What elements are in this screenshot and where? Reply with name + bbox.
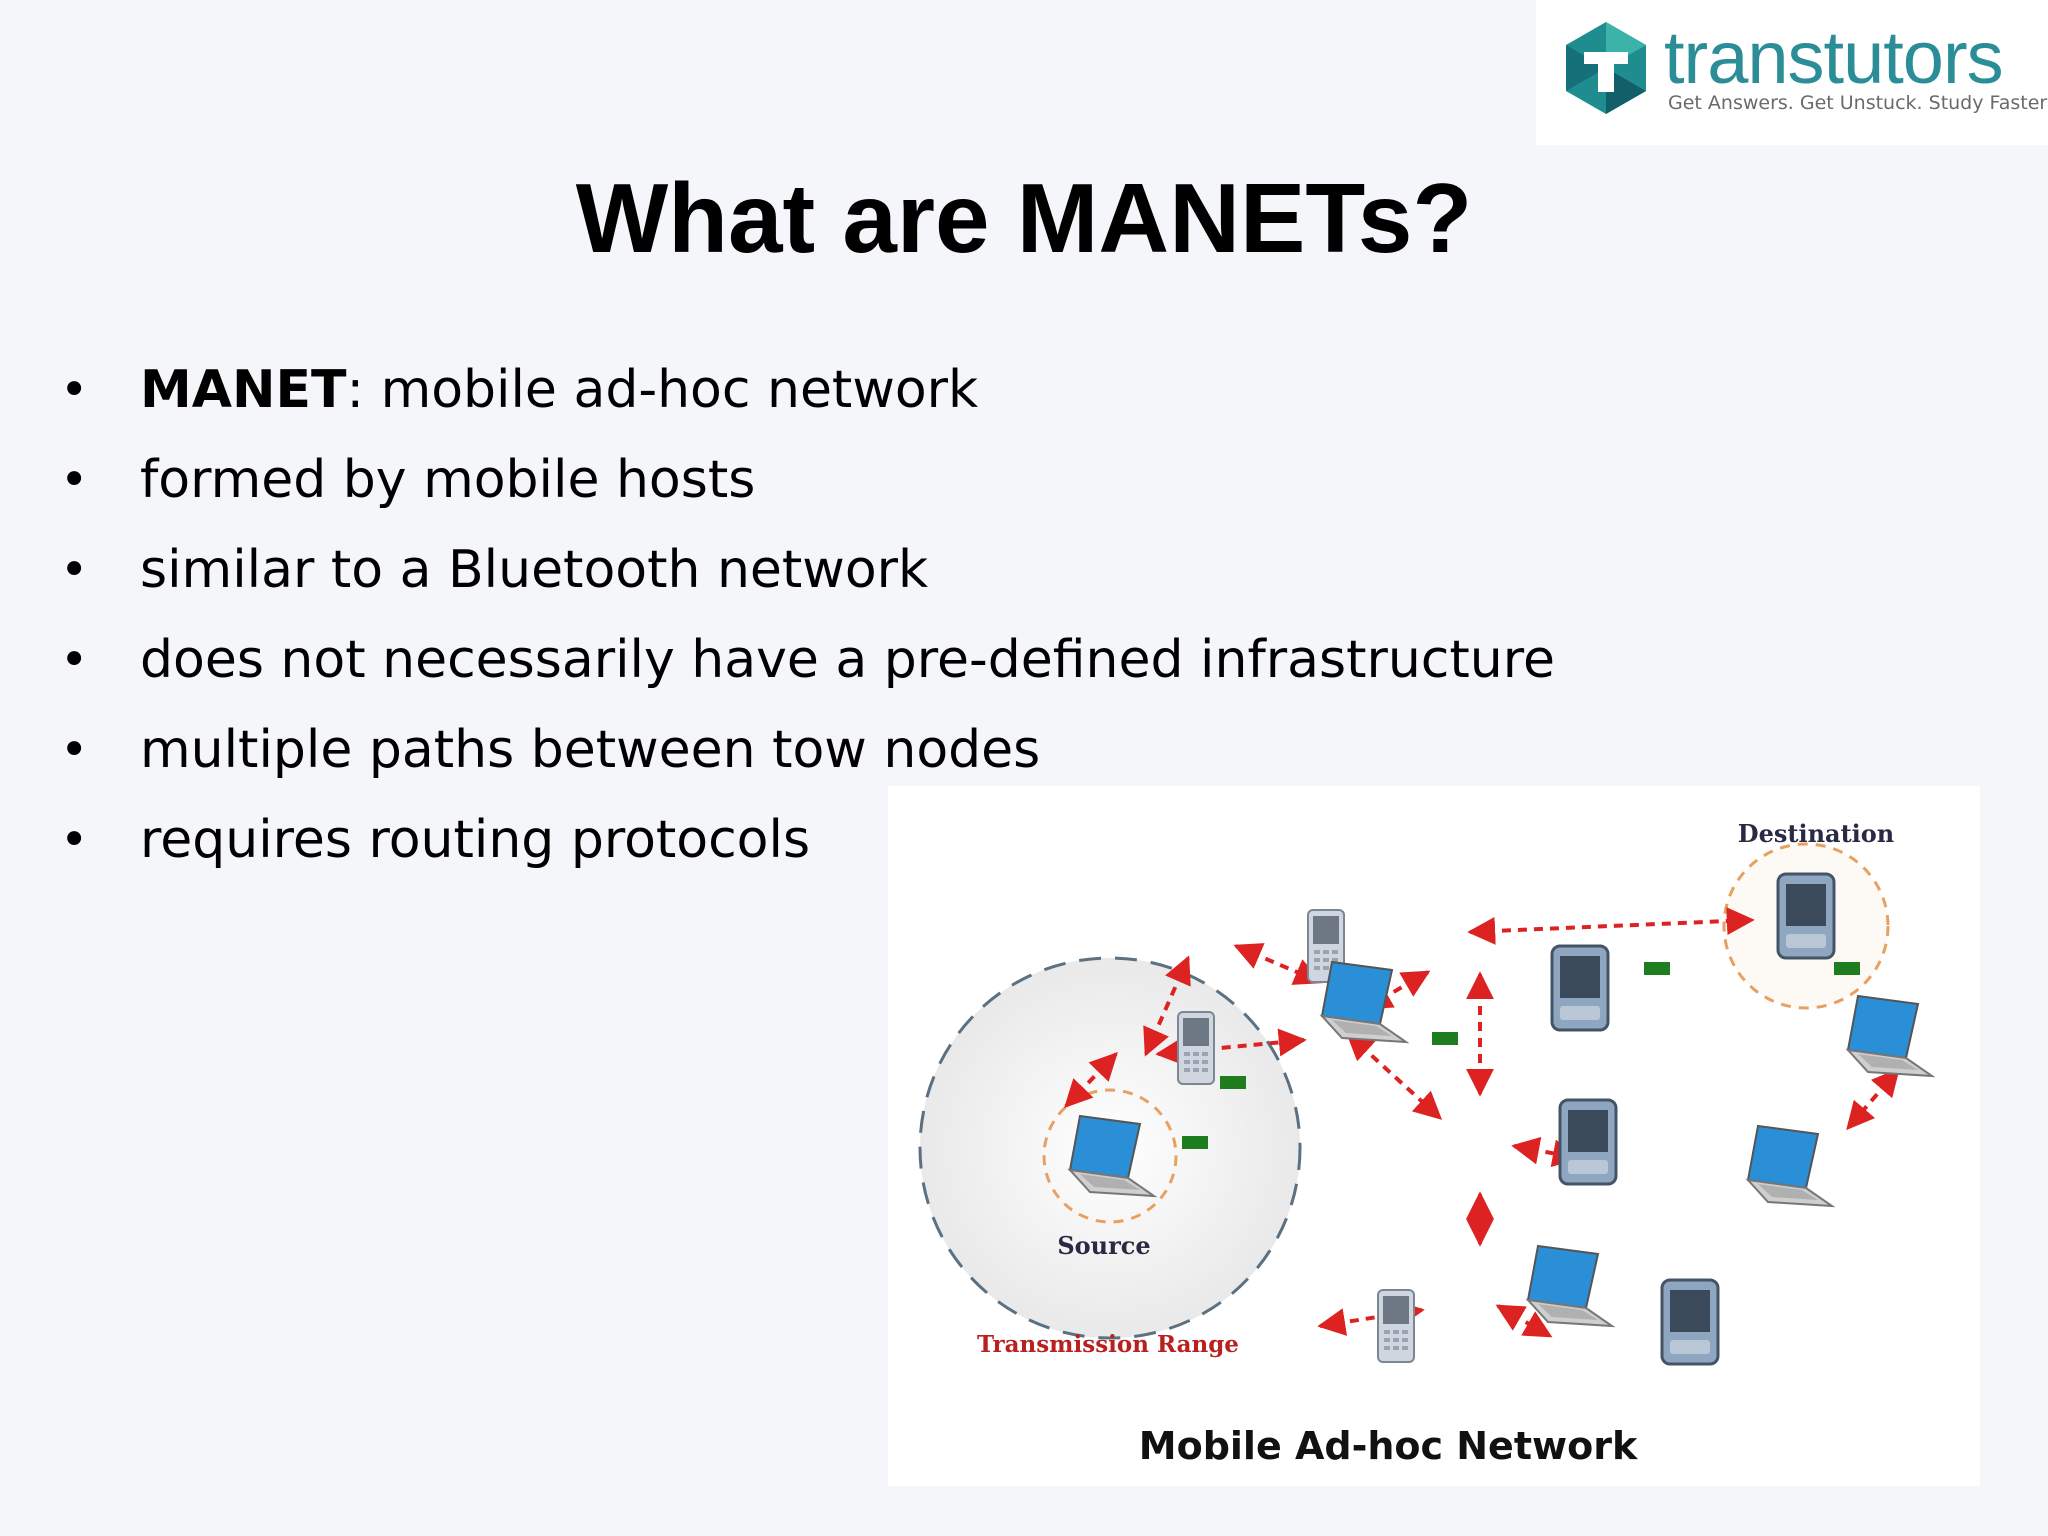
bullet-text: requires routing protocols — [140, 800, 810, 880]
bullet-body: similar to a Bluetooth network — [140, 540, 929, 600]
network-diagram: Destination Source Transmission Range — [918, 819, 1933, 1366]
bullet-text: MANET: mobile ad-hoc network — [140, 350, 978, 430]
bullet-text: does not necessarily have a pre-defined … — [140, 620, 1555, 700]
packet-icons — [1182, 962, 1860, 1149]
bullet-body: formed by mobile hosts — [140, 450, 756, 510]
bullet-body: requires routing protocols — [140, 810, 811, 870]
bullet-body: : mobile ad-hoc network — [346, 360, 979, 420]
destination-label: Destination — [1738, 819, 1894, 848]
logo-tagline: Get Answers. Get Unstuck. Study Faster — [1668, 92, 2048, 114]
logo-wordmark: transtutors — [1664, 16, 2004, 99]
bullet-text: multiple paths between tow nodes — [140, 710, 1040, 790]
bullet-body: does not necessarily have a pre-defined … — [140, 630, 1555, 690]
bullet-dot-icon: • — [60, 632, 89, 688]
transtutors-logo: transtutors Get Answers. Get Unstuck. St… — [1536, 0, 2048, 145]
manet-figure: Destination Source Transmission Range Mo… — [888, 786, 1980, 1486]
bullet-dot-icon: • — [60, 722, 89, 778]
bullet-dot-icon: • — [60, 812, 89, 868]
bullet-text: formed by mobile hosts — [140, 440, 755, 520]
transmission-range-label: Transmission Range — [977, 1331, 1239, 1358]
figure-caption: Mobile Ad-hoc Network — [1138, 1424, 1638, 1468]
bullet-dot-icon: • — [60, 362, 89, 418]
bullet-dot-icon: • — [60, 452, 89, 508]
bullet-text: similar to a Bluetooth network — [140, 530, 928, 610]
bullet-term: MANET — [140, 360, 347, 420]
bullet-body: multiple paths between tow nodes — [140, 720, 1041, 780]
bullet-dot-icon: • — [60, 542, 89, 598]
transtutors-logo-icon — [1566, 22, 1646, 114]
slide-title: What are MANETs? — [575, 163, 1473, 273]
source-label: Source — [1057, 1231, 1150, 1260]
